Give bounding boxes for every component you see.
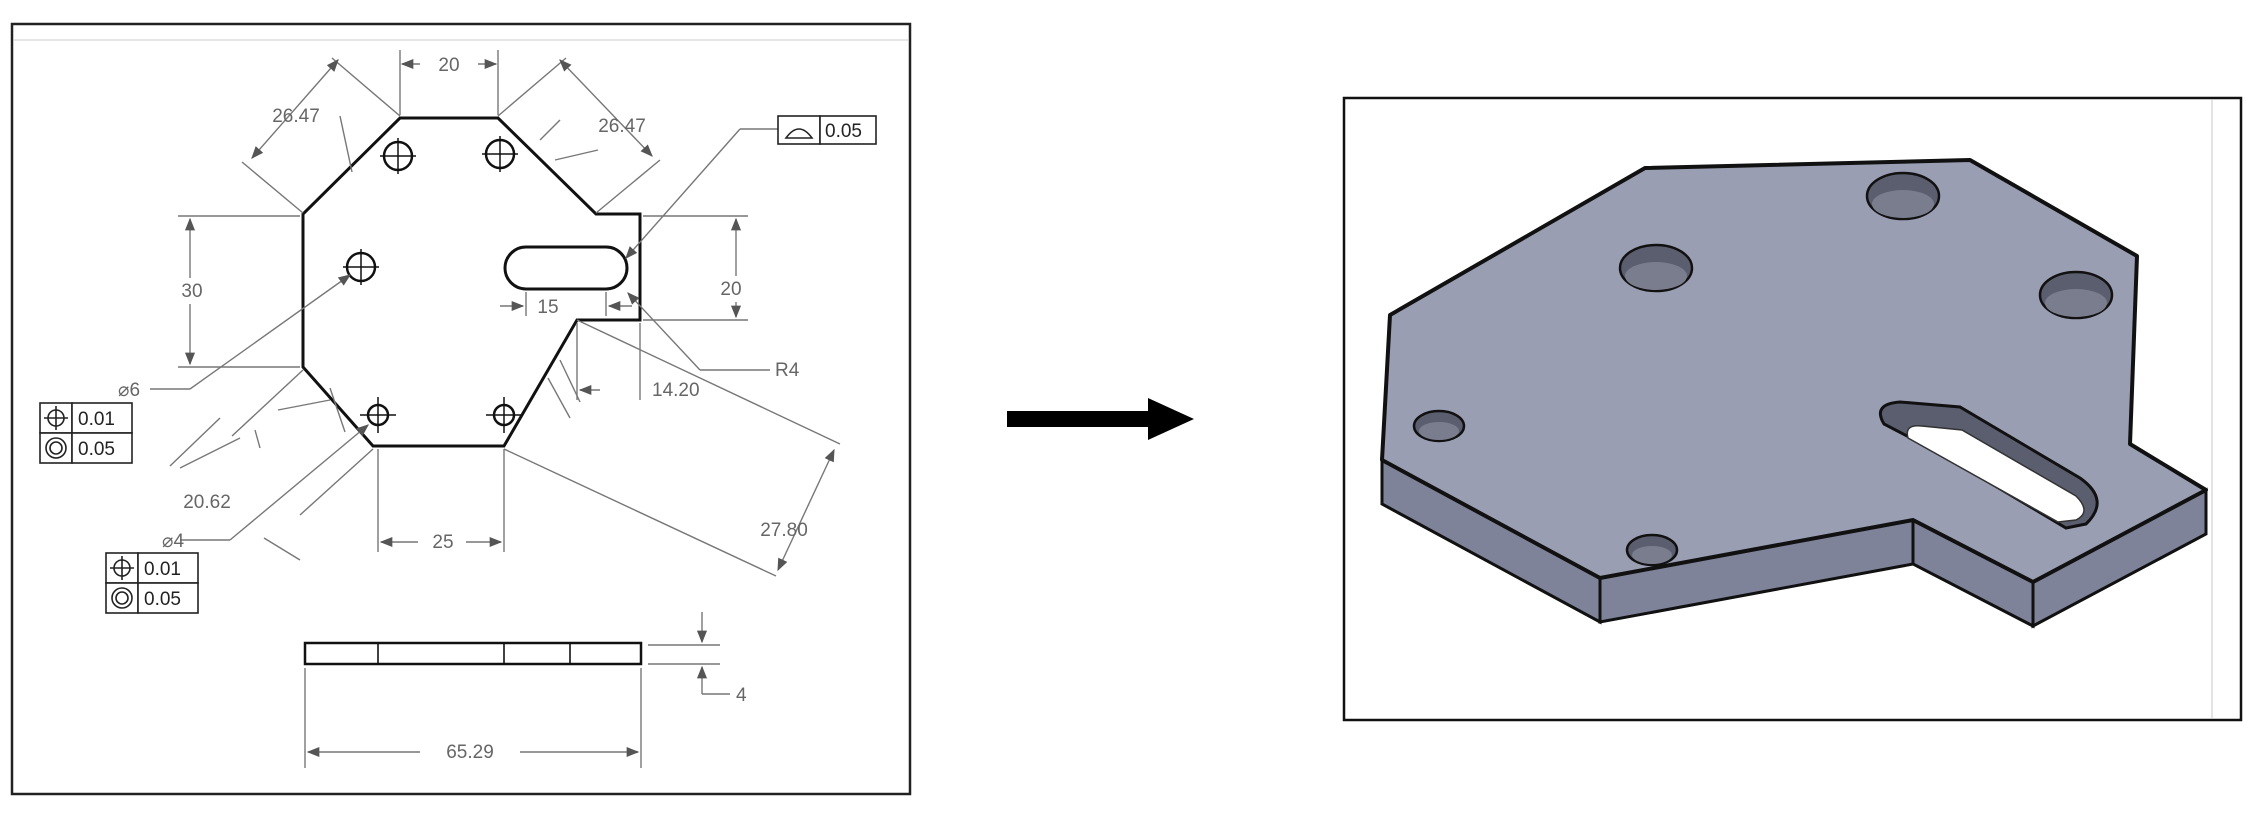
hole-3d-top-right [1865,171,1941,221]
small-hole-bottom-left [360,397,396,433]
slot-outline [503,245,629,291]
hole-3d-small-left [1412,409,1466,443]
dim-chamfer-left: 26.47 [272,106,320,127]
dim-top-width: 20 [438,55,459,76]
profile-of-line-icon [784,128,814,139]
hole-3d-small-bottom [1625,533,1679,567]
dim-lower-right-chamfer: 27.80 [760,520,808,541]
position-icon [110,556,134,580]
dimension-lines [150,50,841,768]
dim-slot-radius: R4 [775,360,800,381]
dim-lower-left-chamfer: 20.62 [183,492,231,513]
slot-3d [1879,400,2099,530]
dim-left-height: 30 [181,281,202,302]
right-arrow-icon [1007,398,1194,440]
dim-thickness: 4 [736,685,747,706]
dim-overall-width: 65.29 [446,742,494,763]
profile-tolerance-frame: 0.05 [777,115,877,145]
large-hole-left [343,249,379,285]
engineering-drawing-panel: 20 26.47 26.47 30 20 15 R4 14.20 20.62 2… [10,22,912,796]
small-holes-tolerance-frame: 0.01 0.05 [105,552,199,614]
dim-small-hole-dia: ⌀4 [162,531,184,552]
side-view [303,641,643,666]
model-3d-panel [1342,96,2243,722]
concentricity-icon [111,587,133,609]
small-holes-position-value: 0.01 [144,559,181,580]
large-holes-tolerance-frame: 0.01 0.05 [39,402,133,464]
dim-tab-height: 20 [720,279,741,300]
hole-3d-right [2038,270,2114,320]
dim-tab-depth: 14.20 [652,380,700,401]
large-holes-concentricity-value: 0.05 [78,439,115,460]
hole-3d-top-left [1618,243,1694,293]
small-holes-concentricity-value: 0.05 [144,589,181,610]
dim-bottom-width: 25 [432,532,453,553]
dim-slot-length: 15 [537,297,558,318]
large-holes-position-value: 0.01 [78,409,115,430]
profile-tolerance-value: 0.05 [825,121,862,142]
large-hole-top-right [482,136,518,172]
dim-large-hole-dia: ⌀6 [118,380,140,401]
dim-chamfer-right: 26.47 [598,116,646,137]
plate-3d [1380,158,2208,629]
small-hole-bottom-right [486,397,522,433]
concentricity-icon [45,437,67,459]
position-icon [44,406,68,430]
large-hole-top-left [380,138,416,174]
